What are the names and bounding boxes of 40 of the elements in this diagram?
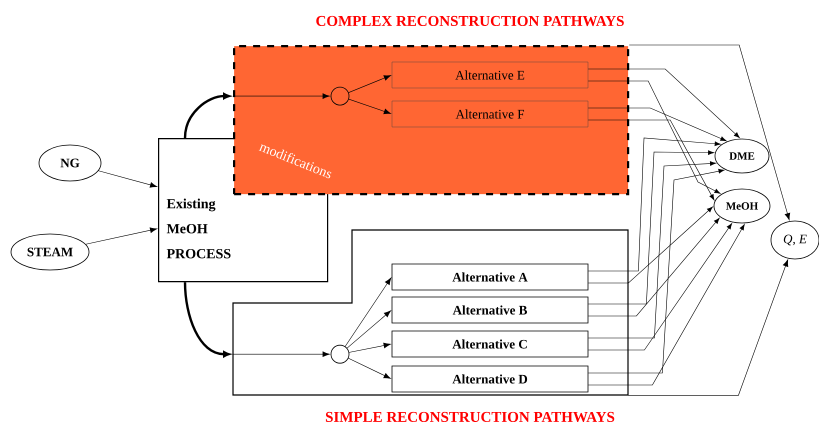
alternative-box: Alternative E <box>392 62 588 88</box>
arrow <box>344 278 392 347</box>
arrow <box>588 80 720 194</box>
arrow <box>588 161 716 338</box>
arrow <box>184 282 230 358</box>
arrow <box>346 310 391 348</box>
arrow <box>348 75 391 93</box>
arrow <box>85 227 158 245</box>
arrow <box>628 44 790 220</box>
node-label: SIMPLE RECONSTRUCTION PATHWAYS <box>326 412 614 422</box>
alternative-box: Alternative B <box>392 296 588 324</box>
ellipse-node: NG <box>38 144 102 182</box>
arrow <box>348 342 391 353</box>
arrow <box>588 224 745 386</box>
alternative-box: Alternative C <box>392 330 588 358</box>
arrow <box>348 98 391 114</box>
arrow <box>184 92 230 138</box>
arrow <box>588 150 714 304</box>
arrow <box>588 120 714 200</box>
alternative-box: Alternative D <box>392 366 588 392</box>
arrow <box>348 358 391 379</box>
arrow <box>628 260 788 396</box>
alternative-box: Alternative A <box>392 264 588 290</box>
arrow <box>232 351 330 357</box>
arrow <box>232 93 330 99</box>
node-label: COMPLEX RECONSTRUCTION PATHWAYS <box>316 16 624 26</box>
arrow <box>588 223 732 350</box>
arrow <box>588 206 713 284</box>
arrow <box>588 218 720 316</box>
ellipse-node: MeOH <box>714 188 770 224</box>
alternative-box: Alternative F <box>392 100 588 128</box>
junction-circle <box>330 344 350 364</box>
junction-circle <box>330 86 350 106</box>
arrow <box>588 108 726 142</box>
arrow <box>588 168 724 374</box>
arrow <box>588 138 721 272</box>
arrow <box>98 170 158 188</box>
ellipse-node: STEAM <box>10 234 90 270</box>
ellipse-node: DME <box>714 138 770 174</box>
arrow <box>588 68 740 138</box>
